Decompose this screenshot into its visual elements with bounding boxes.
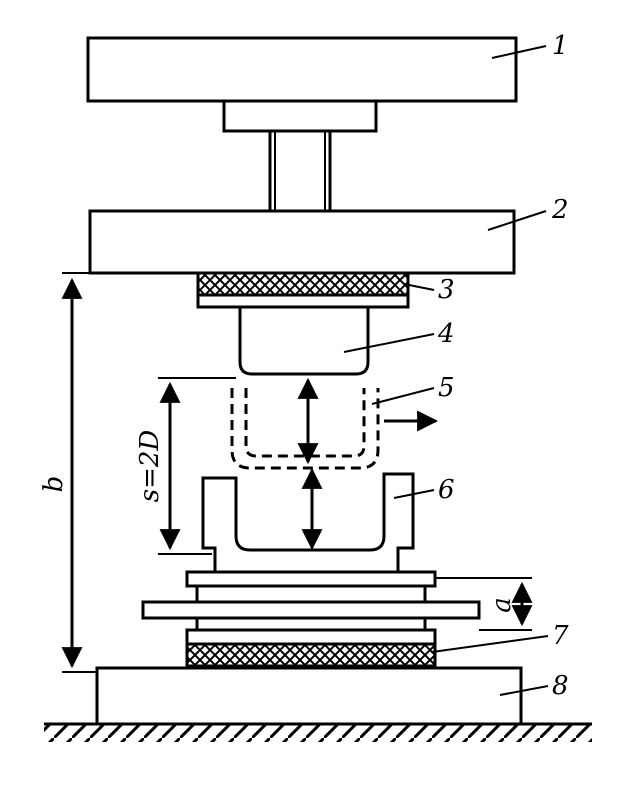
wide-plate: [141, 600, 481, 620]
lower-insulation: [185, 642, 437, 668]
press-ram-plate: [88, 209, 516, 275]
die-spacer-upper: [195, 584, 427, 604]
die-shoe-lower: [185, 628, 437, 646]
label-7: 7: [552, 621, 569, 651]
label-6: 6: [438, 475, 455, 505]
leader-8: [499, 685, 549, 696]
press-column: [268, 129, 332, 213]
label-5: 5: [438, 373, 455, 403]
leader-1: [491, 45, 547, 59]
leader-6: [393, 489, 435, 499]
label-3: 3: [438, 275, 455, 305]
die: [201, 472, 415, 574]
upper-backing-plate: [196, 293, 410, 309]
dimension-a-label: a: [487, 597, 517, 613]
dimension-s-label: s=2D: [135, 430, 165, 503]
die-shoe-upper: [185, 570, 437, 588]
die-spacer-lower: [195, 616, 427, 632]
label-2: 2: [551, 195, 569, 225]
dimension-b-label: b: [39, 476, 69, 493]
leader-5: [371, 387, 435, 405]
press-upper-platen: [86, 36, 518, 103]
leader-2: [487, 210, 547, 231]
leader-7: [431, 635, 549, 653]
leader-3: [403, 283, 435, 291]
leader-4: [343, 333, 435, 353]
press-neck: [222, 99, 378, 133]
press-base: [95, 666, 523, 726]
label-4: 4: [437, 319, 455, 349]
label-8: 8: [552, 671, 569, 701]
punch: [238, 305, 370, 376]
upper-insulation: [196, 271, 410, 297]
label-1: 1: [552, 31, 569, 61]
ground-hatching: [44, 724, 592, 742]
